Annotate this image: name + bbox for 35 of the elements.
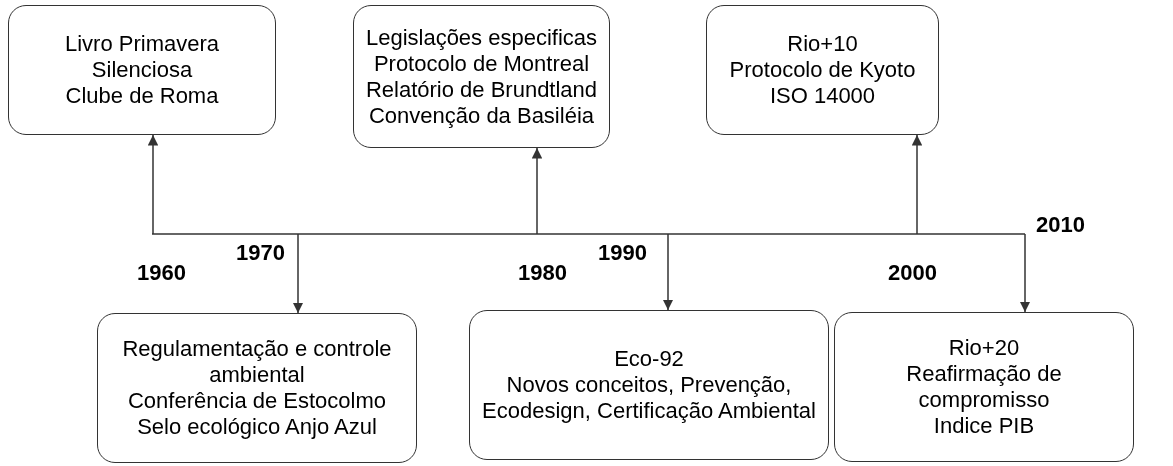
arrow	[292, 233, 304, 314]
event-box	[706, 5, 939, 135]
event-text: Protocolo de Kyoto	[729, 57, 916, 83]
year-label: 1990	[598, 240, 647, 266]
event-text: Rio+20	[948, 335, 1020, 361]
event-text: Rio+10	[787, 31, 858, 57]
year-label: 1960	[137, 260, 186, 286]
event-box	[834, 312, 1134, 462]
event-text: Indice PIB	[933, 413, 1035, 439]
arrow	[1019, 233, 1031, 313]
year-label: 1970	[236, 240, 285, 266]
arrow	[531, 147, 543, 235]
year-label: 2000	[888, 260, 937, 286]
event-text: Regulamentação e controle ambiental	[121, 336, 393, 388]
event-text: Legislações especificas	[365, 24, 598, 51]
event-box	[469, 310, 829, 460]
event-text: Clube de Roma	[65, 83, 219, 109]
event-box	[353, 5, 610, 148]
event-text: Convenção da Basiléia	[368, 102, 594, 129]
arrow	[147, 134, 159, 235]
event-text: Reafirmação de compromisso	[905, 361, 1063, 413]
event-text: Relatório de Brundtland	[365, 76, 598, 103]
year-label: 1980	[518, 260, 567, 286]
arrow	[662, 233, 674, 311]
event-text: Eco-92	[614, 346, 684, 372]
event-text: Protocolo de Montreal	[373, 50, 590, 77]
event-text: Conferência de Estocolmo	[128, 388, 386, 414]
event-text: Selo ecológico Anjo Azul	[137, 414, 377, 440]
event-text: Novos conceitos, Prevenção, Ecodesign, Certificação Ambiental	[481, 372, 817, 424]
year-label: 2010	[1036, 212, 1085, 238]
arrow	[911, 134, 923, 235]
event-text: ISO 14000	[769, 83, 876, 109]
event-text: Livro Primavera Silenciosa	[63, 31, 220, 83]
event-box	[97, 313, 417, 463]
event-box	[8, 5, 276, 135]
